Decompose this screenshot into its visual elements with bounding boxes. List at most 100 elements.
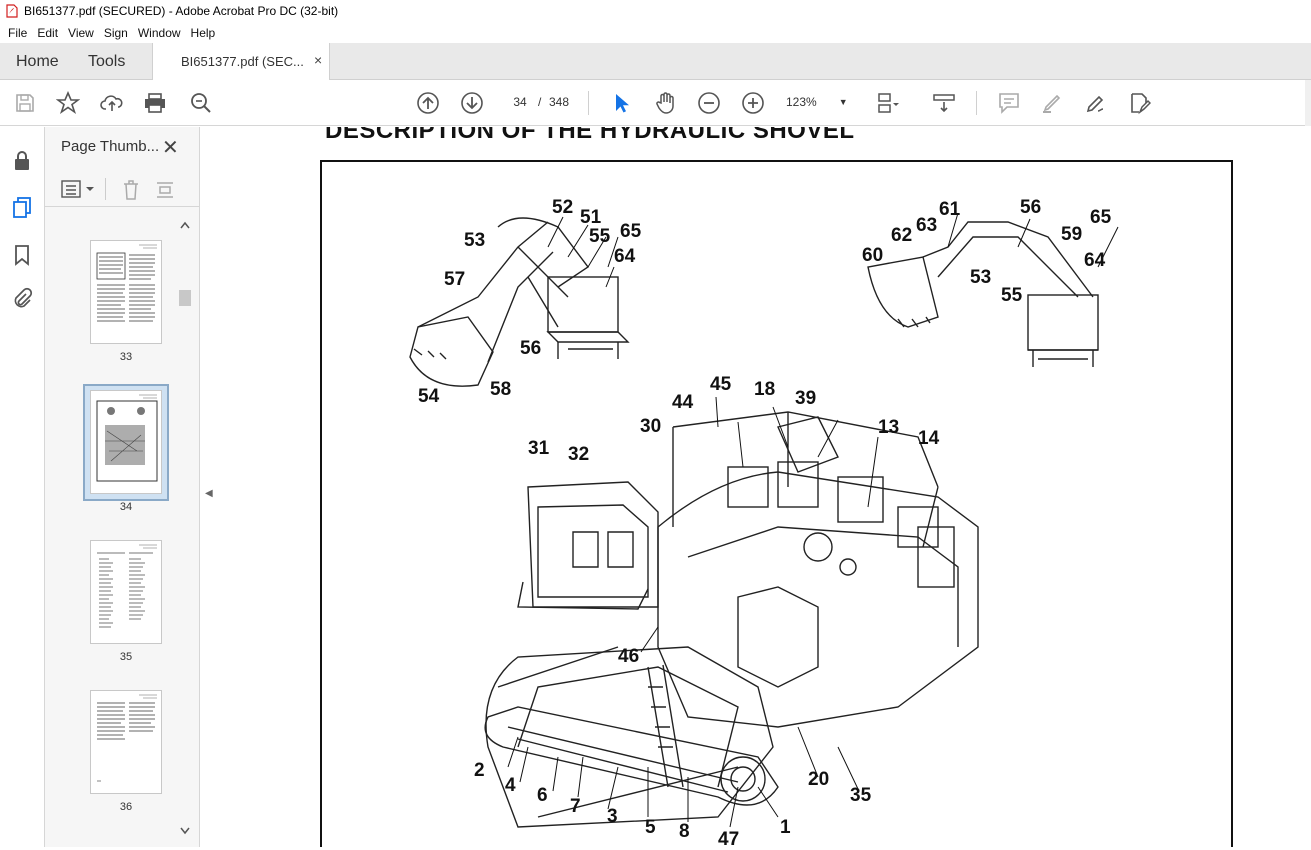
callout-53: 53 (464, 230, 486, 251)
callout-61: 61 (939, 199, 961, 220)
thumbnail-tools (45, 171, 200, 207)
print-icon[interactable] (143, 91, 167, 115)
main-toolbar (0, 80, 1311, 126)
comment-icon[interactable] (997, 91, 1021, 115)
callout-56b: 56 (1020, 197, 1042, 218)
previous-page-icon[interactable] (416, 91, 440, 115)
callout-2: 2 (474, 760, 485, 781)
sign-pen-icon[interactable] (1084, 91, 1108, 115)
toolbar-separator-2 (976, 91, 977, 115)
callout-65b: 65 (1090, 207, 1112, 228)
scroll-mode-icon[interactable] (932, 91, 956, 115)
lock-icon[interactable] (10, 149, 34, 173)
callout-20: 20 (808, 769, 830, 790)
window-title: BI651377.pdf (SECURED) - Adobe Acrobat P… (24, 4, 339, 18)
callout-4: 4 (505, 775, 516, 796)
thumbnail-page-label: 35 (119, 651, 133, 663)
zoom-dropdown[interactable]: 123% ▼ (786, 91, 856, 113)
thumbnail-scrollbar[interactable] (178, 218, 192, 845)
menu-bar: File Edit View Sign Window Help (0, 22, 1311, 43)
next-page-icon[interactable] (460, 91, 484, 115)
callout-6: 6 (537, 785, 548, 806)
bookmark-icon[interactable] (10, 243, 34, 267)
tools-separator (105, 178, 106, 200)
callout-62: 62 (891, 225, 913, 246)
callout-14: 14 (918, 428, 940, 449)
chevron-down-icon: ▼ (838, 97, 848, 107)
hydraulic-shovel-illustration (409, 212, 1119, 828)
callout-30: 30 (640, 416, 662, 437)
callout-64: 64 (614, 246, 636, 267)
figure-frame (320, 160, 1233, 847)
callout-39: 39 (795, 388, 817, 409)
tab-home[interactable]: Home (16, 53, 59, 70)
title-bar: BI651377.pdf (SECURED) - Adobe Acrobat P… (0, 0, 1311, 22)
highlight-pen-icon[interactable] (1040, 91, 1064, 115)
zoom-out-icon[interactable] (697, 91, 721, 115)
menu-window[interactable]: Window (137, 25, 181, 40)
thumbnail-page-label: 33 (119, 351, 133, 363)
collapse-panel-icon[interactable]: ◀ (205, 488, 213, 499)
callout-52: 52 (552, 197, 574, 218)
menu-view[interactable]: View (68, 25, 94, 40)
callout-1: 1 (780, 817, 791, 838)
page-display-icon[interactable] (876, 91, 900, 115)
callout-55b: 55 (1001, 285, 1023, 306)
protect-edit-icon[interactable] (1127, 91, 1152, 115)
callout-7: 7 (570, 796, 581, 817)
star-icon[interactable] (55, 90, 81, 115)
callout-56: 56 (520, 338, 542, 359)
callout-65: 65 (620, 221, 642, 242)
callout-55: 55 (589, 226, 611, 247)
window-edge (1305, 80, 1311, 126)
page-separator: / (538, 95, 542, 109)
page-number-input[interactable] (506, 91, 534, 113)
page-thumbnail[interactable] (90, 240, 162, 344)
callout-46: 46 (618, 646, 640, 667)
page-thumbnails-icon[interactable] (10, 195, 34, 219)
menu-file[interactable]: File (8, 25, 28, 40)
menu-edit[interactable]: Edit (37, 25, 59, 40)
tab-tools[interactable]: Tools (88, 53, 126, 70)
tab-document[interactable]: BI651377.pdf (SEC... × (152, 43, 330, 81)
callout-5: 5 (645, 817, 656, 838)
upload-cloud-icon[interactable] (100, 91, 124, 115)
thumbnail-page-label: 34 (119, 501, 133, 513)
callout-32: 32 (568, 444, 590, 465)
document-viewer[interactable]: DESCRIPTION OF THE HYDRAULIC SHOVEL (218, 127, 1311, 847)
page-total: 348 (549, 95, 570, 109)
callout-18: 18 (754, 379, 776, 400)
hand-tool-icon[interactable] (653, 91, 677, 115)
thumbnail-list: 33 34 35 36 (45, 208, 180, 840)
close-panel-icon[interactable]: ✕ (162, 137, 179, 159)
callout-8: 8 (679, 821, 690, 842)
page-thumbnail-selected[interactable] (90, 390, 162, 494)
callout-60: 60 (862, 245, 884, 266)
acrobat-pdf-icon (6, 4, 18, 18)
thumbnail-options-icon[interactable] (61, 180, 95, 203)
callout-59: 59 (1061, 224, 1083, 245)
menu-sign[interactable]: Sign (103, 25, 128, 40)
close-tab-icon[interactable]: × (314, 52, 323, 68)
save-icon[interactable] (13, 91, 37, 115)
zoom-value: 123% (786, 95, 817, 109)
rotate-page-icon[interactable] (155, 179, 175, 206)
delete-page-icon[interactable] (121, 179, 141, 206)
attachment-paperclip-icon[interactable] (10, 287, 34, 311)
callout-35: 35 (850, 785, 872, 806)
zoom-in-icon[interactable] (741, 91, 765, 115)
page-thumbnail[interactable] (90, 690, 162, 794)
callout-58: 58 (490, 379, 512, 400)
page-thumbnails-panel: Page Thumb... ✕ 33 34 35 36 (45, 127, 200, 847)
left-navigation-rail (0, 127, 45, 847)
select-cursor-icon[interactable] (609, 91, 633, 115)
document-tab-label: BI651377.pdf (SEC... (181, 54, 304, 69)
callout-64b: 64 (1084, 250, 1106, 271)
callout-45: 45 (710, 374, 732, 395)
thumbnail-page-label: 36 (119, 801, 133, 813)
menu-help[interactable]: Help (190, 25, 216, 40)
callout-53b: 53 (970, 267, 992, 288)
page-thumbnail[interactable] (90, 540, 162, 644)
panel-title: Page Thumb... (61, 138, 160, 155)
zoom-search-icon[interactable] (189, 91, 213, 115)
